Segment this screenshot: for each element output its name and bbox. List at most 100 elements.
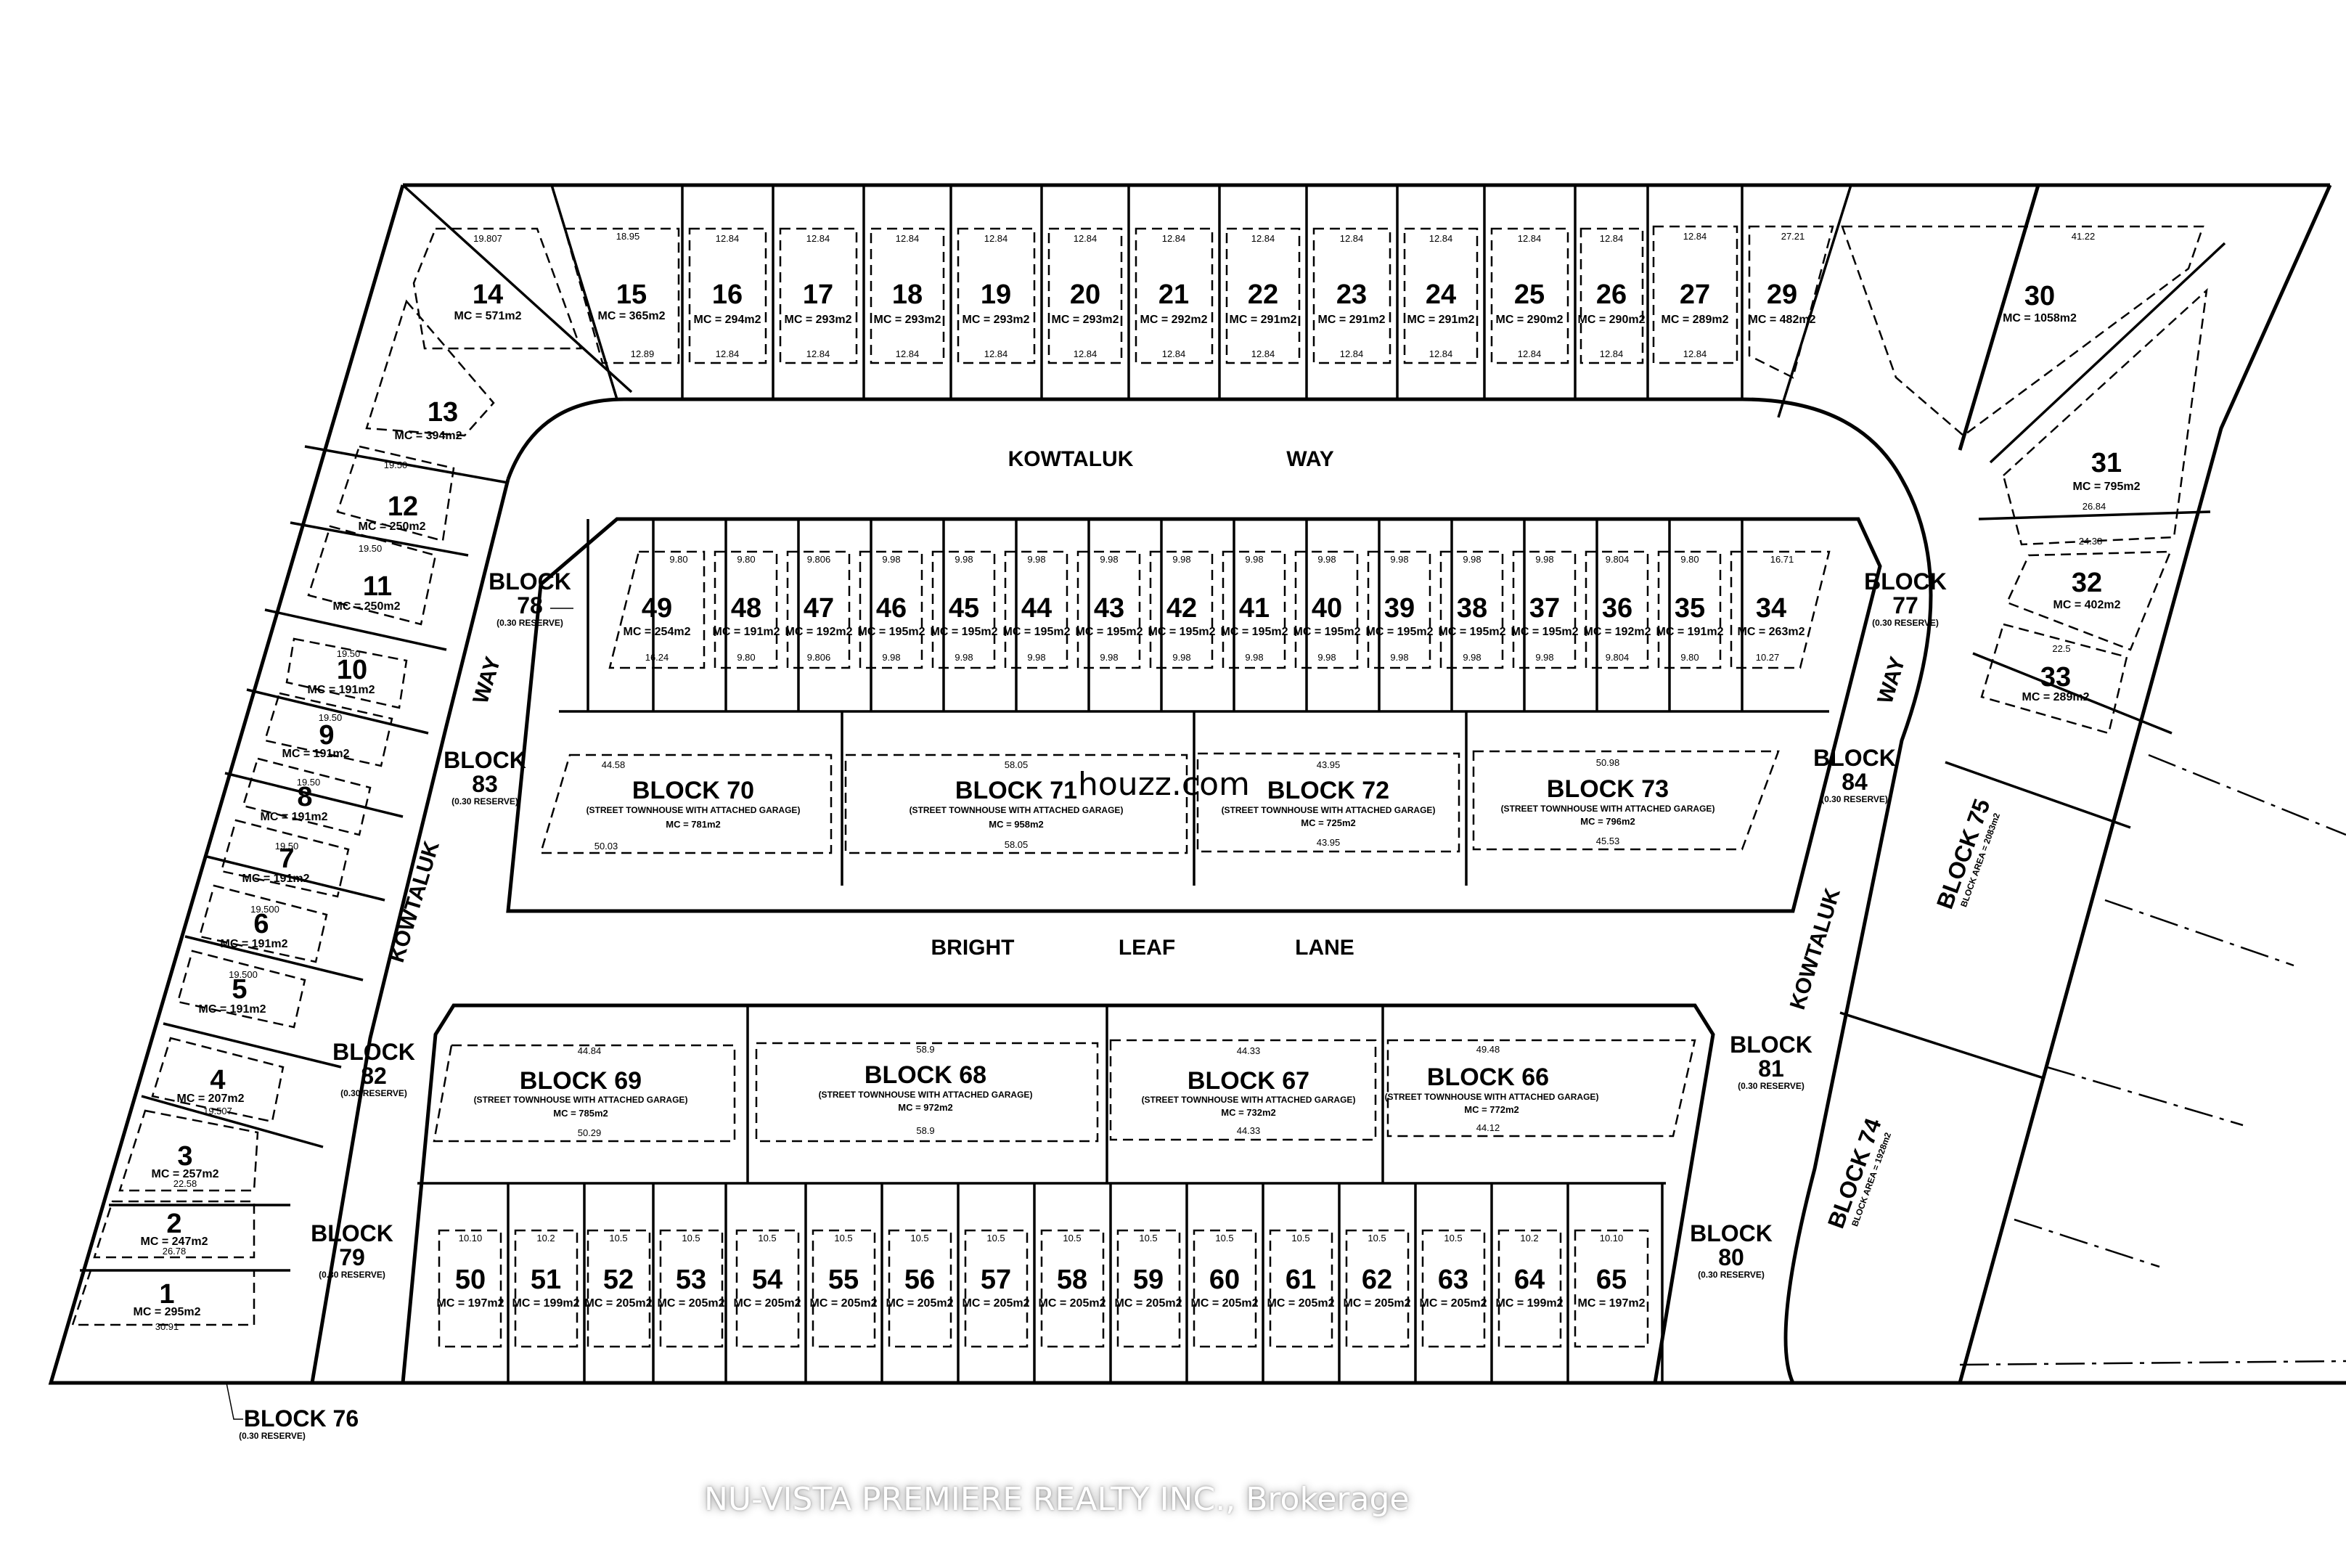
lot-number: 30 [2024, 281, 2055, 311]
lot-number: 51 [531, 1265, 561, 1295]
lot-dimension: 12.84 [1340, 348, 1364, 359]
lot-number: 50 [455, 1265, 486, 1295]
lot-mc: MC = 293m2 [1052, 314, 1119, 326]
lot-dimension: 12.84 [1600, 348, 1624, 359]
street-label-way-right: WAY [1873, 654, 1910, 706]
lot-32: 32 MC = 402m2 24.38 [2006, 536, 2172, 651]
street-label-way-top: WAY [1286, 447, 1334, 471]
block-mc: MC = 972m2 [898, 1102, 953, 1113]
lot-dimension: 41.22 [2072, 231, 2096, 242]
block-82: BLOCK 82 (0.30 RESERVE) [332, 1039, 415, 1098]
lot-number: 9 [319, 720, 334, 751]
lot-mc: MC = 250m2 [359, 520, 426, 533]
lot-mc: MC = 291m2 [1407, 314, 1475, 326]
reserve-sub: (0.30 RESERVE) [1738, 1081, 1805, 1091]
reserve-label: BLOCK [1730, 1032, 1812, 1058]
lot-number: 20 [1070, 279, 1100, 310]
lot-18: 18 MC = 293m2 12.84 12.84 [870, 227, 945, 364]
lot-dimension: 10.5 [758, 1233, 776, 1244]
lot-mc: MC = 191m2 [221, 938, 288, 950]
lot-dimension: 10.10 [459, 1233, 483, 1244]
lot-mc: MC = 254m2 [624, 626, 691, 638]
lot-57: 57 MC = 205m2 10.5 [962, 1229, 1030, 1348]
lot-16: 16 MC = 294m2 12.84 12.84 [688, 227, 767, 364]
lot-dimension: 12.84 [896, 233, 920, 244]
block-mc: MC = 732m2 [1221, 1107, 1276, 1118]
lot-42: 42 MC = 195m2 9.98 9.98 [1148, 550, 1216, 669]
block-mc: MC = 785m2 [553, 1108, 608, 1119]
reserve-sub: (0.30 RESERVE) [1872, 618, 1939, 628]
lot-19: 19 MC = 293m2 12.84 12.84 [957, 227, 1036, 364]
block-mc: MC = 958m2 [989, 819, 1044, 830]
lot-mc: MC = 293m2 [874, 314, 941, 326]
block-name: BLOCK 67 [1188, 1067, 1309, 1095]
lot-54: 54 MC = 205m2 10.5 [734, 1229, 801, 1348]
street-label-kowtaluk-top: KOWTALUK [1008, 447, 1134, 471]
lot-dimension: 9.98 [1390, 652, 1408, 663]
reserve-sub: (0.30 RESERVE) [1698, 1270, 1765, 1280]
lot-dimension: 10.5 [609, 1233, 627, 1244]
block-79: BLOCK 79 (0.30 RESERVE) [311, 1220, 393, 1280]
lot-mc: MC = 192m2 [785, 626, 853, 638]
lot-dimension: 19.50 [337, 648, 361, 659]
reserve-label: BLOCK [332, 1039, 415, 1065]
lot-mc: MC = 290m2 [1496, 314, 1564, 326]
lot-number: 32 [2072, 568, 2102, 598]
reserve-label: BLOCK [1864, 568, 1947, 595]
lot-dimension: 12.84 [1429, 233, 1453, 244]
lot-dimension: 9.98 [882, 554, 900, 565]
lot-22: 22 MC = 291m2 12.84 12.84 [1225, 227, 1301, 364]
lot-number: 3 [177, 1141, 192, 1172]
lot-dimension: 9.80 [737, 554, 755, 565]
lot-dimension: 10.5 [682, 1233, 700, 1244]
reserve-sub: (0.30 RESERVE) [340, 1088, 407, 1098]
lot-dimension: 9.80 [737, 652, 755, 663]
lot-number: 57 [981, 1265, 1011, 1295]
lot-dimension: 12.84 [1683, 348, 1707, 359]
lot-mc: MC = 205m2 [1115, 1297, 1182, 1310]
lot-number: 13 [428, 397, 458, 428]
block-description: (STREET TOWNHOUSE WITH ATTACHED GARAGE) [1501, 804, 1715, 814]
lot-dimension: 26.78 [163, 1246, 187, 1257]
reserve-label: BLOCK [489, 568, 571, 595]
reserve-number: 81 [1758, 1055, 1784, 1082]
lot-number: 26 [1596, 279, 1627, 310]
lot-mc: MC = 207m2 [177, 1093, 245, 1105]
lot-39: 39 MC = 195m2 9.98 9.98 [1366, 550, 1434, 669]
lot-dimension: 10.5 [1139, 1233, 1157, 1244]
lot-55: 55 MC = 205m2 10.5 [810, 1229, 878, 1348]
lot-mc: MC = 394m2 [395, 430, 462, 442]
top-row-lots: 14 MC = 571m2 19.807 15 MC = 365m2 18.95… [412, 225, 2204, 437]
lot-mc: MC = 199m2 [512, 1297, 580, 1310]
block-dimension: 43.95 [1317, 759, 1341, 770]
lot-dimension: 19.50 [359, 543, 383, 554]
lot-mc: MC = 191m2 [261, 811, 328, 823]
lot-dimension: 19.50 [319, 712, 343, 723]
lot-mc: MC = 197m2 [1578, 1297, 1646, 1310]
lot-35: 35 MC = 191m2 9.80 9.80 [1656, 550, 1724, 669]
lot-5: 5 MC = 191m2 19.500 [176, 950, 306, 1029]
lot-mc: MC = 293m2 [785, 314, 852, 326]
lot-mc: MC = 290m2 [1578, 314, 1646, 326]
lot-20: 20 MC = 293m2 12.84 12.84 [1047, 227, 1123, 364]
lot-mc: MC = 205m2 [1267, 1297, 1335, 1310]
lot-26: 26 MC = 290m2 12.84 12.84 [1578, 227, 1646, 364]
lot-61: 61 MC = 205m2 10.5 [1267, 1229, 1335, 1348]
reserve-sub: (0.30 RESERVE) [451, 796, 518, 807]
bottom-row-lots: 50 MC = 197m2 10.10 51 MC = 199m2 10.2 5… [437, 1183, 1664, 1383]
block-76: BLOCK 76 (0.30 RESERVE) [226, 1382, 359, 1441]
block-dimension: 44.33 [1237, 1045, 1261, 1056]
block-description: (STREET TOWNHOUSE WITH ATTACHED GARAGE) [1142, 1095, 1356, 1105]
lot-number: 8 [297, 782, 312, 812]
reserve-label: BLOCK [444, 747, 526, 773]
lot-dimension: 9.80 [1680, 652, 1699, 663]
lot-dimension: 12.89 [631, 348, 655, 359]
lot-number: 42 [1166, 593, 1197, 624]
lot-number: 17 [803, 279, 833, 310]
lot-10: 10 MC = 191m2 19.50 [285, 637, 408, 709]
left-lots: 13 MC = 394m2 12 MC = 250m2 19.50 11 MC … [71, 299, 495, 1332]
street-label-lane: LANE [1295, 936, 1354, 960]
lot-44: 44 MC = 195m2 9.98 9.98 [1003, 550, 1071, 669]
lot-dimension: 10.5 [910, 1233, 928, 1244]
